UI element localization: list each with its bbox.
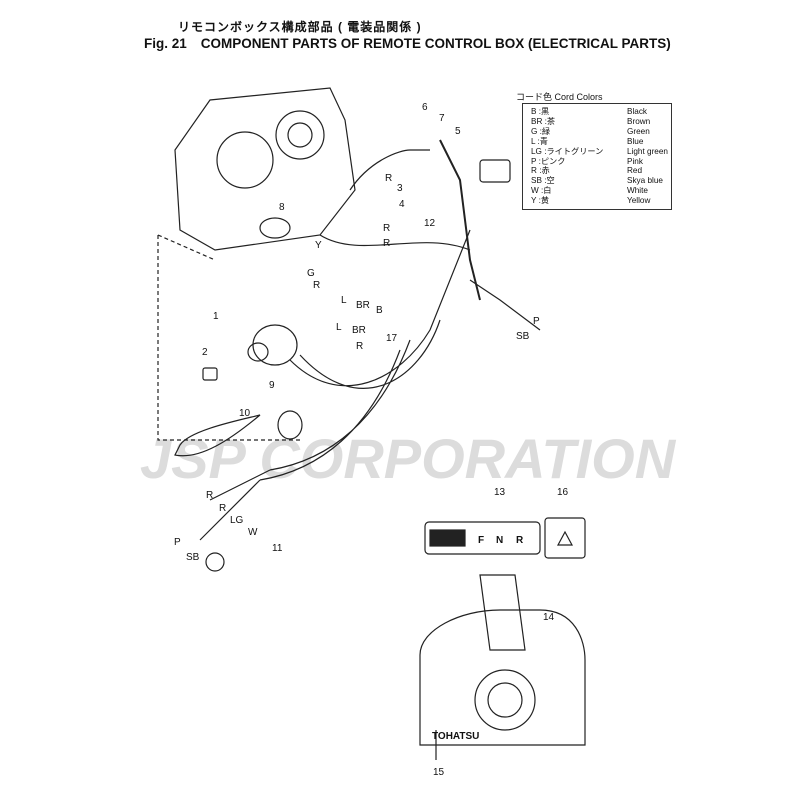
warning-lamp	[544, 517, 586, 559]
wire-color-label: W	[248, 527, 258, 538]
part-callout: 9	[269, 380, 275, 391]
legend-row: R :赤 Red	[531, 166, 671, 176]
legend-color: Green	[627, 126, 650, 136]
wire-color-label: G	[307, 268, 315, 279]
legend-code: LG :ライトグリーン	[531, 146, 604, 156]
legend-code: SB :空	[531, 176, 555, 186]
part-callout: 15	[433, 767, 445, 778]
wire-color-label: LG	[230, 515, 244, 526]
part-callout: 8	[279, 202, 285, 213]
wire-color-label: BR	[352, 325, 366, 336]
part-callout: 4	[399, 199, 405, 210]
wire-color-label: P	[174, 537, 181, 548]
legend-code: G :緑	[531, 126, 551, 136]
wire-color-label: R	[356, 341, 363, 352]
indicator-n: N	[496, 535, 503, 546]
legend-code: B :黒	[531, 107, 550, 116]
figure-title: Fig. 21 COMPONENT PARTS OF REMOTE CONTROL…	[144, 36, 671, 51]
part-callout: 14	[543, 612, 555, 623]
title-japanese: リモコンボックス構成部品 ( 電装品関係 )	[178, 20, 422, 34]
control-lever	[479, 574, 526, 651]
indicator-f: F	[478, 535, 484, 546]
neutral-indicator	[424, 521, 541, 555]
brand-logo: TOHATSU	[432, 731, 479, 742]
part-callout: 6	[422, 102, 428, 113]
legend-color: Brown	[627, 116, 651, 126]
wire-color-label: SB	[186, 552, 200, 563]
wire-color-label: L	[341, 295, 347, 306]
legend-color: Light green	[627, 146, 668, 156]
wire-color-label: R	[313, 280, 320, 291]
figure-number: Fig. 21	[144, 36, 187, 51]
part-callout: 13	[494, 487, 506, 498]
legend-code: Y :黄	[531, 196, 550, 206]
wire-color-label: P	[533, 316, 540, 327]
wire-color-label: L	[336, 322, 342, 333]
legend-row: W :白 White	[531, 186, 671, 196]
connector-11	[205, 552, 225, 572]
legend-code: L :青	[531, 136, 548, 146]
part-callout: 2	[202, 347, 208, 358]
wire-color-label: SB	[516, 331, 530, 342]
legend-row: LG :ライトグリーン Light green	[531, 147, 671, 157]
indicator-r: R	[516, 535, 524, 546]
wire-color-label: R	[385, 173, 392, 184]
legend-heading: コード色 Cord Colors	[516, 92, 603, 102]
wire-color-label: B	[376, 305, 383, 316]
part-callout: 10	[239, 408, 251, 419]
legend-color: Pink	[627, 156, 643, 166]
part-callout: 17	[386, 333, 398, 344]
key	[202, 367, 218, 381]
wire-color-label: BR	[356, 300, 370, 311]
part-callout: 3	[397, 183, 403, 194]
legend-code: W :白	[531, 186, 552, 196]
legend-color: Black	[627, 107, 648, 116]
main-switch	[252, 324, 298, 366]
remote-control-box	[419, 609, 586, 746]
legend-row: L :青 Blue	[531, 137, 671, 147]
legend-row: G :緑 Green	[531, 127, 671, 137]
wire-color-label: R	[219, 503, 226, 514]
part-callout: 7	[439, 113, 445, 124]
control-box-housing	[174, 87, 356, 251]
legend-color: Skya blue	[627, 176, 663, 186]
figure-title-text: COMPONENT PARTS OF REMOTE CONTROL BOX (E…	[200, 36, 671, 51]
part-callout: 11	[272, 543, 283, 554]
part-callout: 5	[455, 126, 461, 137]
legend-row: B :黒 Black	[531, 107, 671, 117]
diagram-drawing	[157, 87, 586, 760]
legend-color: Blue	[627, 136, 644, 146]
legend-row: P :ピンク Pink	[531, 157, 671, 167]
part-callout: 1	[213, 311, 219, 322]
buzzer-5	[479, 159, 511, 183]
legend-code: R :赤	[531, 166, 550, 176]
legend-row: Y :黄 Yellow	[531, 196, 671, 206]
stop-switch	[277, 410, 303, 440]
legend-color: Red	[627, 166, 643, 176]
legend-color: Yellow	[627, 196, 651, 206]
part-callout: 16	[557, 487, 569, 498]
wire-color-label: R	[383, 223, 390, 234]
wire-color-label: R	[383, 238, 390, 249]
legend-row: SB :空 Skya blue	[531, 176, 671, 186]
legend-row: BR :茶 Brown	[531, 117, 671, 127]
legend-color: White	[627, 186, 648, 196]
legend-code: P :ピンク	[531, 156, 566, 166]
legend-code: BR :茶	[531, 116, 556, 126]
watermark: JSP CORPORATION	[140, 427, 677, 490]
wire-color-label: Y	[315, 240, 322, 251]
part-callout: 12	[424, 218, 436, 229]
wire-color-label: R	[206, 490, 213, 501]
